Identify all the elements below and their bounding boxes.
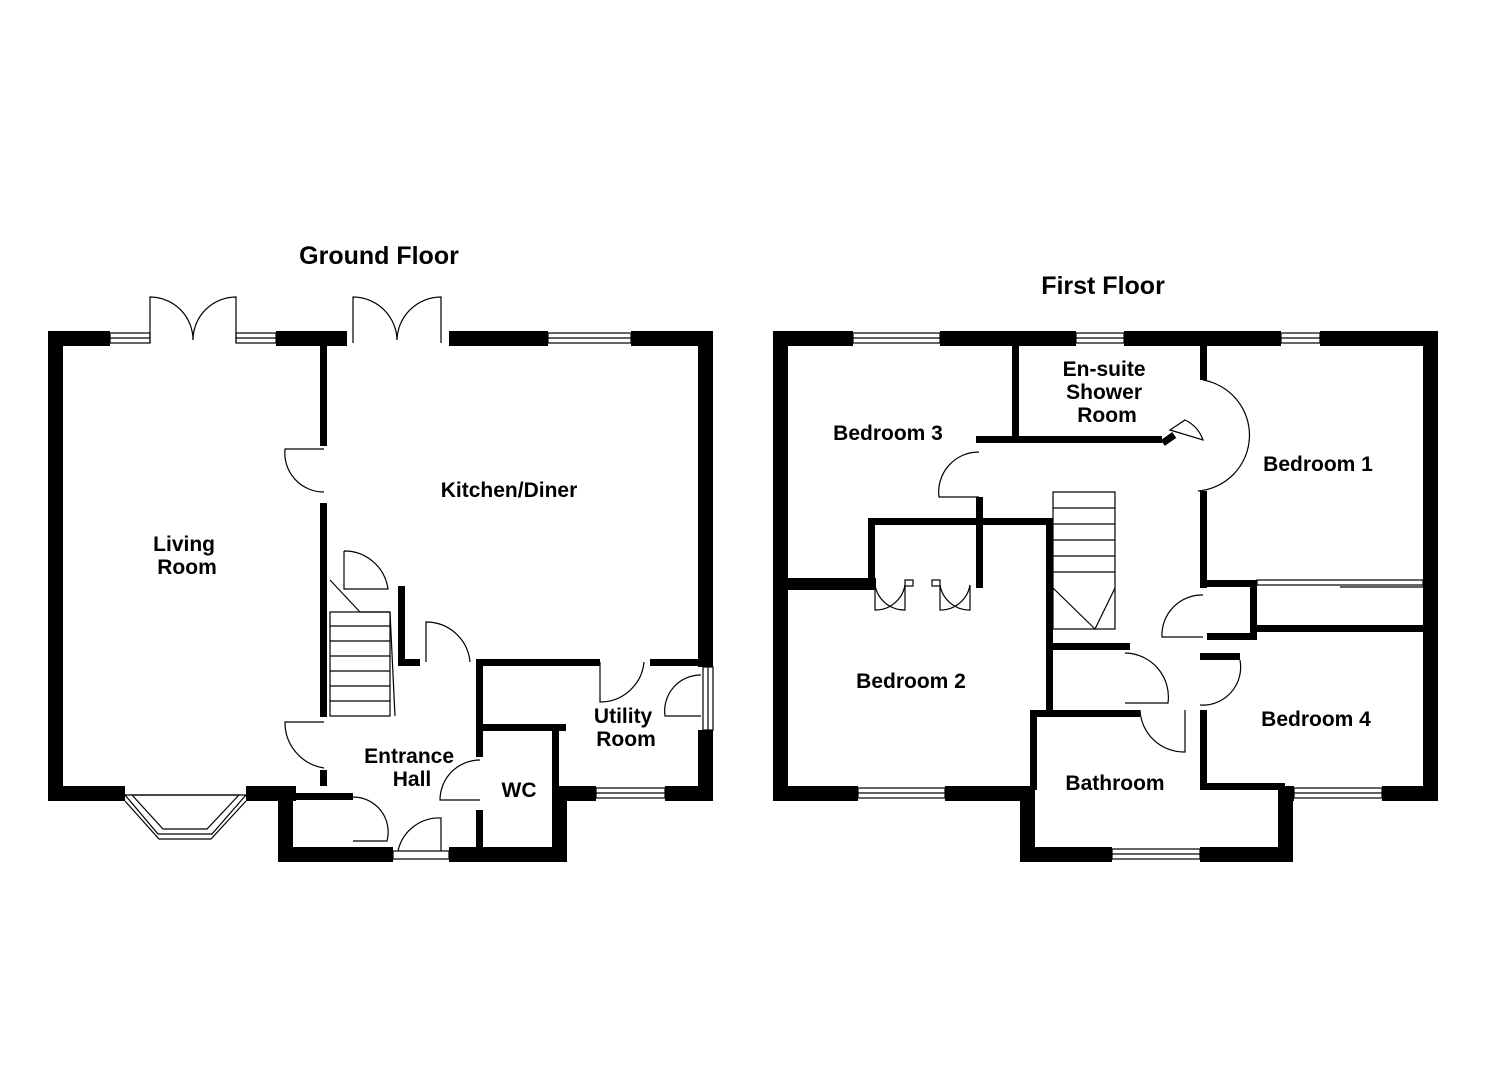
room-label-entrance-hall: Entrance Hall: [364, 745, 460, 791]
first-floor-plan: [773, 331, 1438, 862]
first-floor-title: First Floor: [1041, 272, 1165, 300]
room-label-bedroom-3: Bedroom 3: [833, 422, 943, 445]
room-label-bedroom-1: Bedroom 1: [1263, 453, 1373, 476]
room-label-bedroom-4: Bedroom 4: [1261, 708, 1371, 731]
room-label-living-room: Living Room: [153, 533, 221, 579]
room-label-kitchen-diner: Kitchen/Diner: [441, 479, 578, 502]
room-label-ensuite-shower-room: En-suite Shower Room: [1063, 358, 1152, 427]
room-label-bathroom: Bathroom: [1065, 772, 1164, 795]
ground-floor-title: Ground Floor: [299, 242, 459, 270]
room-label-wc: WC: [502, 779, 537, 802]
room-label-utility-room: Utility Room: [594, 705, 658, 751]
ground-floor-plan: [48, 296, 714, 862]
room-label-bedroom-2: Bedroom 2: [856, 670, 966, 693]
